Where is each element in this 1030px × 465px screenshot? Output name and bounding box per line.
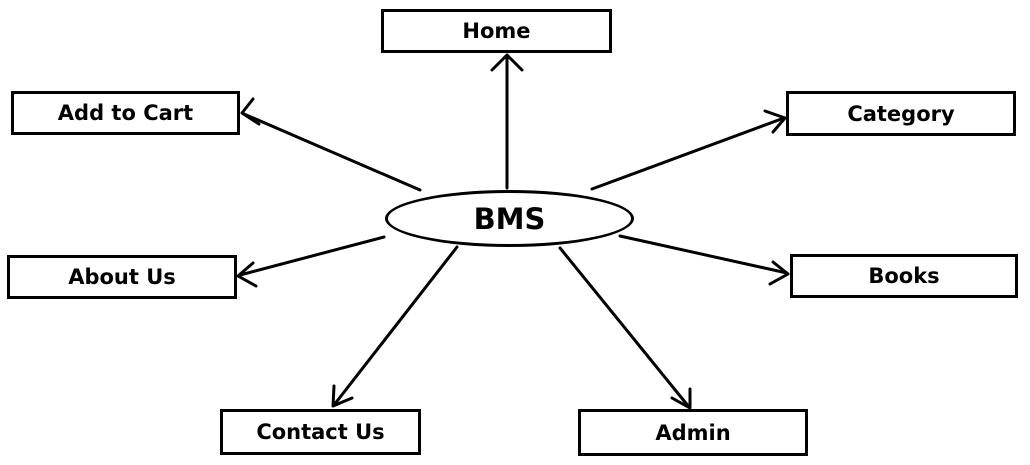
arrow-bms-to-admin — [558, 246, 692, 410]
node-about-us-label: About Us — [68, 265, 176, 289]
node-category: Category — [786, 91, 1016, 136]
arrow-bms-to-home — [490, 53, 524, 190]
center-node-label: BMS — [473, 201, 546, 236]
arrow-bms-to-about-us — [236, 235, 386, 288]
node-home: Home — [381, 9, 612, 53]
node-admin-label: Admin — [655, 420, 731, 445]
arrow-bms-to-books — [618, 234, 790, 286]
node-about-us: About Us — [7, 255, 237, 299]
node-category-label: Category — [847, 101, 955, 126]
arrow-bms-to-add-to-cart — [240, 97, 422, 192]
node-contact-us-label: Contact Us — [256, 420, 385, 444]
node-contact-us: Contact Us — [220, 409, 421, 455]
arrow-bms-to-category — [590, 109, 787, 191]
node-books-label: Books — [868, 264, 940, 288]
node-admin: Admin — [578, 409, 808, 456]
center-node-bms: BMS — [385, 190, 634, 247]
node-books: Books — [790, 254, 1018, 298]
arrow-bms-to-contact-us — [331, 245, 459, 408]
node-home-label: Home — [462, 19, 531, 43]
node-add-to-cart: Add to Cart — [11, 91, 240, 135]
node-add-to-cart-label: Add to Cart — [57, 101, 194, 125]
